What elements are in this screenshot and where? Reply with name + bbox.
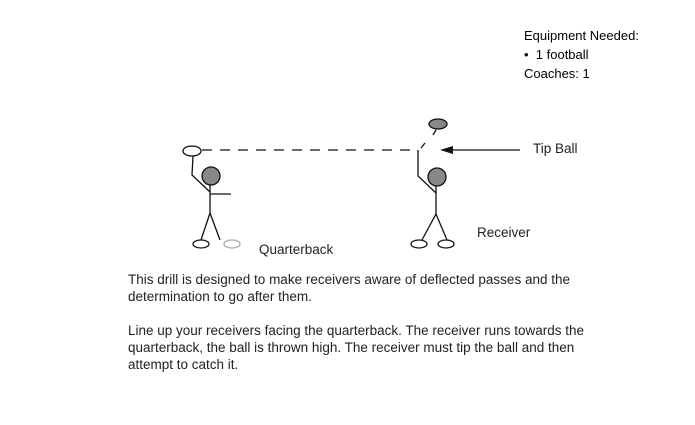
football-icon [182, 145, 202, 157]
drill-instructions: Line up your receivers facing the quarte… [128, 323, 584, 372]
equipment-item: • 1 football [524, 47, 589, 62]
drill-purpose: This drill is designed to make receivers… [128, 272, 570, 304]
tip-ball-label: Tip Ball [533, 141, 578, 156]
receiver-label: Receiver [477, 225, 531, 240]
equipment-heading: Equipment Needed: [524, 28, 639, 43]
tipped-ball-icon [428, 118, 448, 130]
bullet-icon: • [524, 47, 536, 62]
receiver-figure [410, 118, 455, 249]
drill-diagram [182, 118, 520, 249]
equipment-box: Equipment Needed: • 1 football Coaches: … [524, 26, 639, 83]
coaches-count: Coaches: 1 [524, 66, 590, 81]
quarterback-figure [182, 145, 241, 249]
quarterback-label: Quarterback [259, 242, 334, 257]
